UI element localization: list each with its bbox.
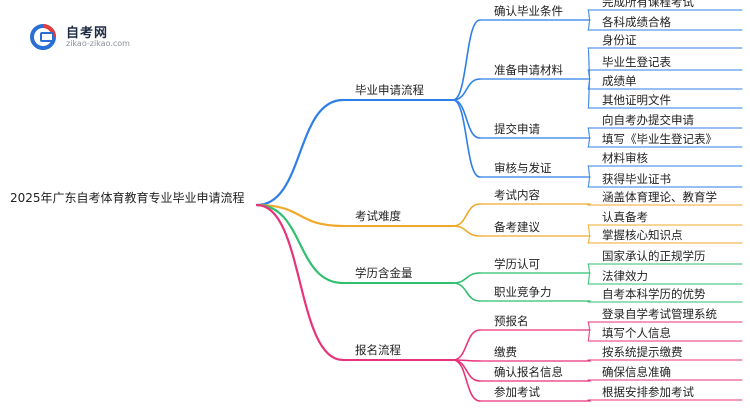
leaf-node: 填写个人信息 — [602, 326, 671, 340]
branch-node: 学历含金量 — [355, 266, 413, 280]
logo-brand: 自考网 — [66, 26, 109, 41]
logo-url: zikao-zikao.com — [66, 39, 130, 48]
leaf-link — [587, 321, 591, 331]
sub-link — [452, 19, 481, 101]
branch-node: 报名流程 — [355, 343, 401, 357]
leaf-node: 认真备考 — [602, 210, 648, 224]
leaf-node: 材料审核 — [602, 151, 648, 165]
branch-node: 毕业申请流程 — [355, 83, 424, 97]
leaf-node: 确保信息准确 — [602, 365, 671, 379]
leaf-node: 完成所有课程考试 — [602, 0, 694, 9]
sub-link — [452, 225, 481, 237]
sub-node: 准备申请材料 — [494, 63, 563, 77]
leaf-link — [587, 19, 591, 31]
leaf-node: 身份证 — [602, 33, 637, 47]
leaf-node: 向自考办提交申请 — [602, 113, 694, 127]
sub-link — [452, 272, 481, 284]
logo-icon — [30, 24, 56, 50]
leaf-link — [587, 9, 591, 21]
sub-link — [452, 329, 481, 361]
leaf-node: 各科成绩合格 — [602, 15, 671, 29]
branch-link — [255, 203, 345, 362]
leaf-node: 其他证明文件 — [602, 93, 671, 107]
sub-node: 预报名 — [494, 314, 529, 328]
leaf-link — [587, 272, 591, 285]
sub-node: 确认报名信息 — [494, 365, 563, 379]
sub-node: 学历认可 — [494, 257, 540, 271]
leaf-node: 成绩单 — [602, 74, 637, 88]
leaf-node: 法律效力 — [602, 269, 648, 283]
root-node: 2025年广东自考体育教育专业毕业申请流程 — [10, 190, 245, 205]
sub-node: 缴费 — [494, 345, 517, 359]
sub-node: 备考建议 — [494, 220, 540, 234]
leaf-node: 登录自学考试管理系统 — [602, 307, 717, 321]
sub-link — [452, 99, 481, 139]
leaf-node: 毕业生登记表 — [602, 55, 671, 69]
branch-link — [255, 98, 345, 207]
sub-node: 参加考试 — [494, 385, 540, 399]
sub-link — [452, 78, 481, 101]
leaf-link — [587, 176, 591, 188]
leaf-node: 掌握核心知识点 — [602, 228, 683, 242]
sub-node: 确认毕业条件 — [494, 4, 563, 18]
leaf-link — [587, 235, 591, 244]
leaf-link — [587, 137, 591, 148]
leaf-node: 按系统提示缴费 — [602, 345, 683, 359]
leaf-node: 自考本科学历的优势 — [602, 287, 706, 301]
sub-link — [452, 282, 481, 302]
sub-node: 审核与发证 — [494, 161, 552, 175]
branch-link — [255, 203, 345, 285]
sub-link — [452, 99, 481, 178]
leaf-link — [587, 329, 591, 342]
leaf-node: 填写《毕业生登记表》 — [602, 132, 717, 146]
branch-link — [255, 203, 345, 228]
leaf-node: 获得毕业证书 — [602, 172, 671, 186]
sub-link — [452, 203, 481, 227]
sub-node: 提交申请 — [494, 122, 540, 136]
leaf-node: 涵盖体育理论、教育学 — [602, 190, 717, 204]
branch-node: 考试难度 — [355, 209, 401, 223]
leaf-link — [587, 165, 591, 178]
sub-node: 考试内容 — [494, 188, 540, 202]
leaf-link — [587, 78, 591, 109]
leaf-link — [587, 127, 591, 139]
sub-node: 职业竞争力 — [494, 285, 552, 299]
sub-link — [452, 359, 481, 402]
leaf-node: 国家承认的正规学历 — [602, 249, 706, 263]
leaf-link — [587, 224, 591, 237]
site-logo: 自考网 zikao-zikao.com — [30, 22, 140, 52]
leaf-node: 根据安排参加考试 — [602, 385, 694, 399]
leaf-link — [587, 263, 591, 274]
